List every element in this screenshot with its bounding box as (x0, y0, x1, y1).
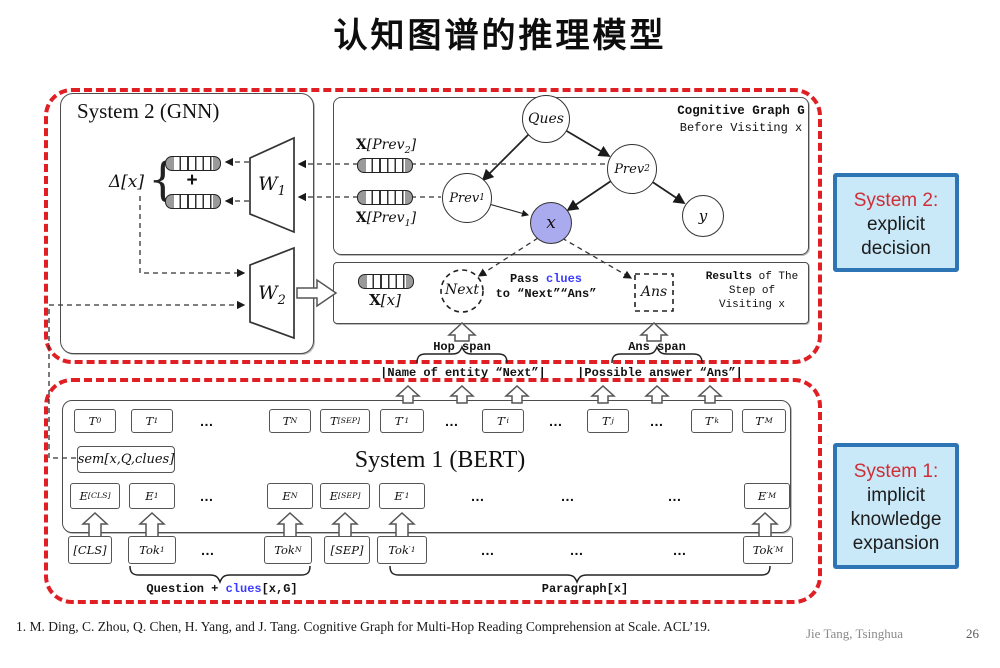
results-rest: of The (752, 271, 799, 283)
t-box: T′k (691, 409, 733, 433)
t-box: T′1 (380, 409, 424, 433)
ellipsis: … (200, 542, 216, 558)
x-vector-label: X[x] (369, 291, 401, 309)
graph-heading-line1: Cognitive Graph G (677, 104, 805, 118)
vector-pill-prev2 (357, 158, 413, 173)
ellipsis: … (649, 413, 665, 429)
t-box: T′i (482, 409, 524, 433)
e-box: E′1 (379, 483, 425, 509)
node-ques: Ques (522, 95, 570, 143)
pass-pre: Pass (509, 272, 546, 286)
vector-pill-x (358, 274, 414, 289)
gnn-box-title: System 2 (GNN) (77, 99, 220, 123)
pass-clues-text: Pass clues to “Next”“Ans” (491, 272, 601, 302)
tok-box: [SEP] (324, 536, 370, 564)
question-pre: Question + (146, 582, 226, 596)
results-line2: Step of (728, 285, 776, 297)
system2-callout-line2: decision (861, 238, 931, 259)
ellipsis: … (569, 542, 585, 558)
bert-box-title: System 1 (BERT) (354, 447, 526, 473)
node-x-visited: x (530, 202, 572, 244)
system1-callout-line1: implicit (866, 485, 926, 506)
w2-label: W2 (258, 282, 286, 308)
t-box: T′j (587, 409, 629, 433)
ellipsis: … (470, 488, 486, 504)
ellipsis: … (199, 488, 215, 504)
sem-box: sem[x,Q,clues] (77, 446, 175, 473)
x-prev1-label: X[Prev1] (355, 210, 417, 229)
question-post: [x,G] (261, 582, 298, 596)
e-box: E[CLS] (70, 483, 120, 509)
e-box: E[SEP] (320, 483, 370, 509)
ellipsis: … (672, 542, 688, 558)
results-line3: Visiting x (718, 299, 785, 311)
delta-x-label: Δ[x] (108, 172, 144, 192)
e-box: E′M (744, 483, 790, 509)
t-box: T′M (742, 409, 786, 433)
paragraph-label: Paragraph[x] (541, 582, 629, 596)
system1-callout: System 1: implicit knowledge expansion (833, 443, 959, 569)
system2-callout-heading: System 2: (853, 190, 939, 211)
system1-callout-line2: knowledge (850, 509, 942, 530)
t-box: T[SEP] (320, 409, 370, 433)
name-of-entity-label: |Name of entity “Next”| (380, 366, 546, 380)
question-clues-word: clues (225, 582, 262, 596)
system2-callout-line1: explicit (866, 214, 926, 235)
slide-title: 认知图谱的推理模型 (333, 17, 667, 55)
tok-box: [CLS] (68, 536, 112, 564)
tok-box: Tok′M (743, 536, 793, 564)
ans-span-label: Ans span (628, 340, 686, 354)
ellipsis: … (199, 413, 215, 429)
ellipsis: … (548, 413, 564, 429)
question-clues-label: Question + clues[x,G] (122, 582, 322, 596)
ans-label: Ans (640, 284, 668, 300)
system2-callout: System 2: explicit decision (833, 173, 959, 272)
node-y: y (682, 195, 724, 237)
vector-pill-gnn-bottom (165, 194, 221, 209)
tok-box: Tok′1 (377, 536, 427, 564)
system1-region-outline (44, 378, 822, 604)
pass-clues-word: clues (546, 272, 583, 286)
attribution: Jie Tang, Tsinghua (806, 626, 903, 641)
gnn-box (60, 93, 314, 354)
page-number: 26 (966, 626, 979, 641)
results-text: Results of The Step of Visiting x (694, 270, 810, 312)
w1-label: W1 (258, 173, 286, 199)
possible-answer-label: |Possible answer “Ans”| (577, 366, 743, 380)
next-label: Next (444, 282, 480, 298)
system1-callout-heading: System 1: (853, 461, 939, 482)
plus-sign: + (186, 170, 198, 191)
x-prev2-label: X[Prev2] (355, 137, 417, 156)
ellipsis: … (480, 542, 496, 558)
ellipsis: … (444, 413, 460, 429)
vector-pill-prev1 (357, 190, 413, 205)
hop-span-label: Hop span (433, 340, 491, 354)
vector-pill-gnn-top (165, 156, 221, 171)
citation: 1. M. Ding, C. Zhou, Q. Chen, H. Yang, a… (16, 619, 711, 634)
results-bold: Results (705, 271, 752, 283)
ellipsis: … (667, 488, 683, 504)
ellipsis: … (560, 488, 576, 504)
graph-heading-line2: Before Visiting x (679, 121, 803, 135)
pass-line2: to “Next”“Ans” (495, 287, 597, 301)
system1-callout-line3: expansion (852, 533, 940, 554)
